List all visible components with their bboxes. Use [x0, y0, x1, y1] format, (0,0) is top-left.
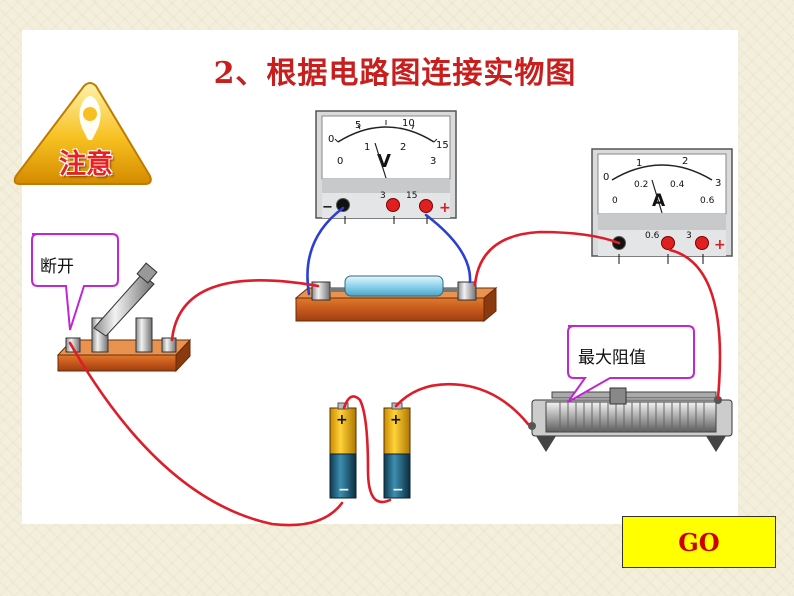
ammeter-scale-lower-3: 0.6 [700, 196, 715, 206]
ammeter-unit: A [652, 191, 666, 211]
voltmeter-terminal-15-label: 15 [406, 191, 417, 201]
switch-callout-text: 断开 [40, 257, 74, 277]
battery-left: + − [329, 402, 357, 499]
battery-right: + − [383, 402, 411, 499]
svg-text:+: + [336, 412, 348, 428]
rheostat-callout-text: 最大阻值 [578, 348, 646, 368]
voltmeter-unit: V [377, 151, 391, 172]
rheostat-callout-bubble [567, 325, 695, 403]
ammeter-needle [651, 179, 663, 214]
voltmeter-terminal-3-label: 3 [380, 191, 386, 201]
voltmeter-scale-upper-1: 5 [355, 120, 361, 131]
rheostat [528, 387, 733, 452]
resistor [294, 275, 498, 323]
voltmeter-scale-lower-1: 1 [364, 142, 370, 153]
warning-triangle-icon [13, 82, 152, 185]
voltmeter-terminal-pos-label: + [439, 200, 451, 216]
svg-text:−: − [338, 482, 350, 498]
go-button[interactable]: GO [622, 516, 776, 568]
ammeter-scale-lower-2: 0.4 [670, 180, 685, 190]
voltmeter-scale-lower-2: 2 [400, 142, 406, 153]
ammeter-scale-upper-3: 3 [715, 178, 721, 189]
circuit-wires [68, 206, 722, 527]
ammeter-scale-upper-0: 0 [603, 172, 609, 183]
switch [56, 262, 192, 373]
ammeter-terminal-3-label: 3 [686, 231, 692, 241]
warning-label: 注意 [59, 149, 113, 180]
voltmeter-scale-lower-0: 0 [337, 156, 343, 167]
voltmeter-scale-upper-3: 15 [436, 140, 449, 151]
ammeter-scale-upper-2: 2 [682, 156, 688, 167]
voltmeter-needle [374, 142, 387, 179]
switch-callout-bubble [31, 233, 119, 331]
ammeter-scale-upper-1: 1 [636, 158, 642, 169]
voltmeter-scale-upper-0: 0 [328, 134, 334, 145]
ammeter-terminal-06-label: 0.6 [645, 231, 660, 241]
svg-text:−: − [392, 482, 404, 498]
voltmeter-terminals [336, 198, 433, 224]
ammeter-terminal-pos-label: + [714, 237, 726, 253]
voltmeter-terminal-neg-label: − [322, 200, 333, 215]
page-title: 2、根据电路图连接实物图 [213, 56, 577, 91]
svg-text:+: + [390, 412, 402, 428]
voltmeter [315, 110, 457, 219]
voltmeter-scale-lower-3: 3 [430, 156, 436, 167]
voltmeter-scale-upper-2: 10 [402, 118, 415, 129]
ammeter-scale-lower-1: 0.2 [634, 180, 648, 190]
ammeter-scale-lower-0: 0 [612, 196, 618, 206]
